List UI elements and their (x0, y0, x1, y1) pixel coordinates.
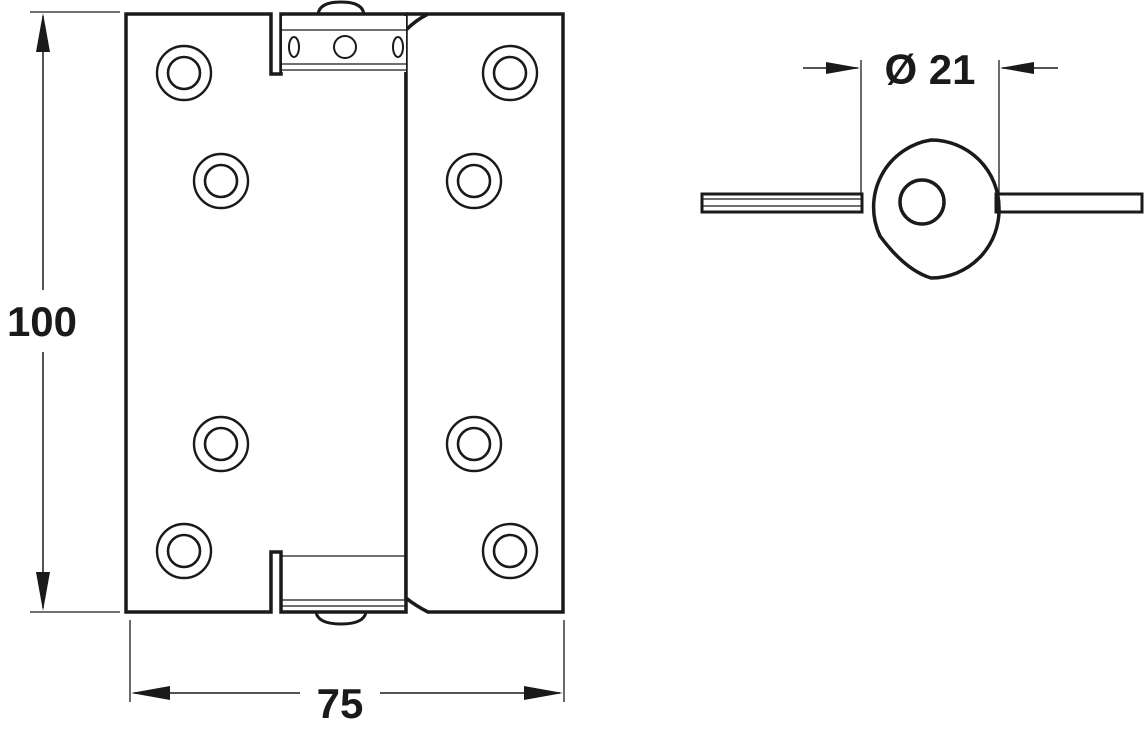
right-leaf (404, 12, 565, 614)
height-label: 100 (7, 298, 77, 345)
width-label: 75 (317, 680, 364, 727)
top-knuckle (282, 16, 406, 72)
knuckle-pin-hole-right (392, 36, 404, 58)
screw-hole (445, 415, 503, 473)
top-pin-cap (316, 0, 366, 17)
width-arrow-left (131, 686, 170, 700)
diameter-label: Ø 21 (884, 46, 975, 93)
width-dimension: 75 (129, 620, 565, 727)
top-knuckle-body (282, 16, 406, 72)
width-arrow-right (524, 686, 563, 700)
screw-hole (155, 522, 213, 580)
side-view-pin-hole (898, 178, 946, 226)
bottom-knuckle (282, 555, 406, 607)
knuckle-pin-hole-center (333, 35, 357, 59)
screw-hole (155, 44, 213, 102)
knuckle-pin-hole-left (288, 36, 300, 58)
screw-hole (481, 522, 539, 580)
screw-hole (192, 415, 250, 473)
bottom-pin-cap (314, 611, 368, 626)
side-view-barrel (871, 138, 1001, 280)
screw-hole (481, 44, 539, 102)
diameter-dimension: Ø 21 (803, 46, 1058, 196)
screw-holes (155, 44, 539, 580)
height-arrow-top (36, 13, 50, 52)
height-dimension: 100 (7, 11, 120, 613)
diameter-arrow-right (1000, 62, 1034, 74)
hinge-side-view (700, 138, 1144, 280)
hinge-front-view (124, 0, 565, 626)
height-arrow-bottom (36, 572, 50, 611)
screw-hole (445, 152, 503, 210)
screw-hole (192, 152, 250, 210)
diameter-arrow-left (826, 62, 860, 74)
side-view-right-leaf (994, 192, 1144, 214)
side-view-left-leaf (700, 192, 864, 214)
left-leaf (124, 12, 408, 614)
